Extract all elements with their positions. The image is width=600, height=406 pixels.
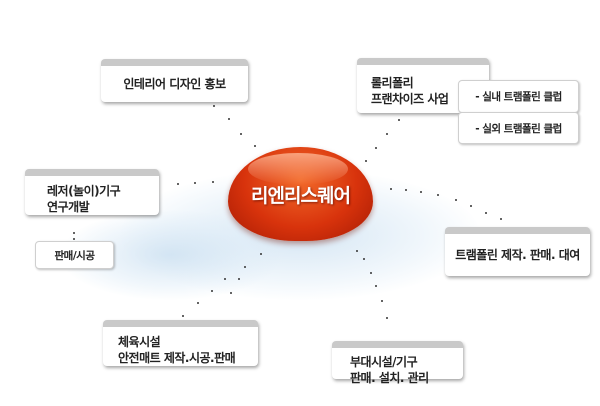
connector-dot [420,191,422,193]
connector-dot [390,188,392,190]
node-label: 레저(놀이)기구 [47,184,121,198]
connector-dot [363,258,365,260]
connector-dot [254,145,256,147]
connector-dot [470,205,472,207]
connector-dot [500,218,502,220]
node-label: 안전매트 제작.시공.판매 [118,351,236,365]
blob-highlight [248,153,348,185]
connector-dot [244,266,246,268]
connector-dot [386,317,388,319]
connector-dot [398,119,400,121]
node-label: 연구개발 [47,200,90,214]
sub-label: - 실외 트램폴린 클럽 [475,122,562,135]
connector-dot [177,183,179,185]
node-label: 판매. 설치. 관리 [350,371,429,385]
connector-dot [73,232,75,234]
connector-dot [224,278,226,280]
connector-dot [375,285,377,287]
connector-dot [386,133,388,135]
connector-dot [365,160,367,162]
connector-dot [370,272,372,274]
node-trampoline: 트램폴린 제작. 판매. 대여 [445,227,590,276]
node-label: 트램폴린 제작. 판매. 대여 [455,248,580,262]
sub-outdoor-club: - 실외 트램폴린 클럽 [458,112,579,144]
connector-dot [230,292,232,294]
connector-dot [260,253,262,255]
connector-dot [197,302,199,304]
center-blob: 리엔리스퀘어 [228,147,373,241]
sub-label: 판매/시공 [54,249,95,262]
connector-dot [356,250,358,252]
connector-dot [381,300,383,302]
connector-dot [211,290,213,292]
node-interior: 인테리어 디자인 홍보 [101,59,248,102]
connector-dot [213,105,215,107]
node-label: 체육시설 [118,335,161,349]
connector-dot [228,118,230,120]
connector-dot [212,181,214,183]
center-label: 리엔리스퀘어 [251,184,351,207]
connector-dot [194,182,196,184]
sub-sales-install: 판매/시공 [35,241,114,269]
node-label: 프랜차이즈 사업 [371,92,449,106]
connector-dot [375,147,377,149]
node-facility: 부대시설/기구 판매. 설치. 관리 [332,341,463,385]
node-label: 인테리어 디자인 홍보 [123,77,226,91]
node-label: 롤리폴리 [371,76,414,90]
node-safety: 체육시설 안전매트 제작.시공.판매 [103,320,258,366]
connector-dot [73,238,75,240]
connector-dot [455,199,457,201]
connector-dot [405,189,407,191]
connector-dot [240,133,242,135]
node-leisure: 레저(놀이)기구 연구개발 [25,169,159,215]
connector-dot [238,278,240,280]
node-label: 부대시설/기구 [350,355,418,369]
connector-dot [485,212,487,214]
connector-dot [437,194,439,196]
sub-indoor-club: - 실내 트램폴린 클럽 [458,80,579,113]
connector-dot [182,315,184,317]
sub-label: - 실내 트램폴린 클럽 [475,91,562,103]
